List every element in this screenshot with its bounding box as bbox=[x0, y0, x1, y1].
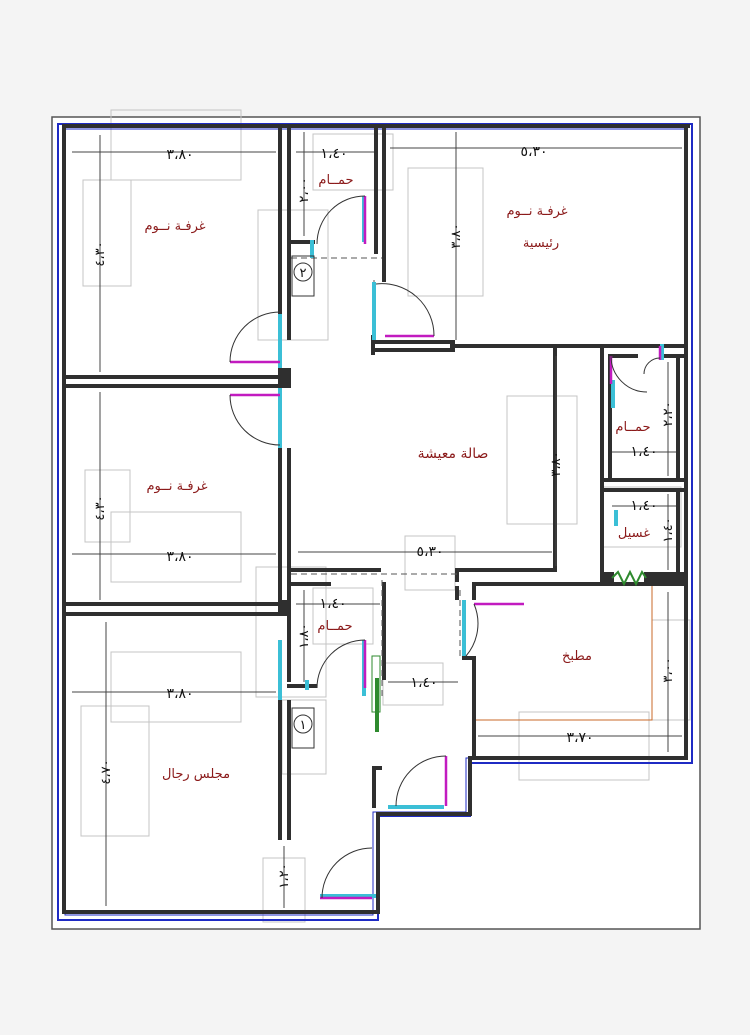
dimension-lines bbox=[72, 132, 682, 908]
label-bath-3: حمــام bbox=[615, 420, 650, 435]
dim-kitchen-depth: ٣،٠٠ bbox=[661, 657, 676, 682]
dim-bath-2-width: ١،٤٠ bbox=[319, 596, 346, 612]
kitchen-counter bbox=[476, 586, 653, 721]
dim-bath-1-depth: ٢،٠٠ bbox=[297, 177, 312, 202]
dim-living-width: ٥،٣٠ bbox=[416, 544, 443, 560]
label-master-bedroom: غرفـة نــوم bbox=[506, 204, 567, 219]
dim-entrance-width: ١،٢٠ bbox=[277, 863, 292, 888]
dim-wash-width: ١،٤٠ bbox=[630, 498, 657, 514]
dim-bedroom-1-depth: ٤،٣٠ bbox=[93, 241, 108, 266]
sliding-door bbox=[375, 678, 379, 732]
label-bedroom-1: غرفـة نــوم bbox=[144, 219, 205, 234]
dim-corridor-width: ١،٤٠ bbox=[410, 675, 437, 691]
zigzag-opening bbox=[611, 569, 647, 587]
label-majlis: مجلس رجال bbox=[162, 767, 230, 782]
dim-master-depth: ٣،٨٠ bbox=[449, 223, 464, 248]
dim-wash-depth: ١،٤٠ bbox=[661, 517, 676, 542]
dim-majlis-width: ٣،٨٠ bbox=[166, 686, 193, 702]
stair-markers bbox=[291, 255, 315, 749]
label-wash: غسيل bbox=[618, 526, 650, 541]
dim-bath-2-depth: ١،٨٠ bbox=[297, 623, 312, 648]
dim-bath-3-depth: ٢،٢٠ bbox=[661, 401, 676, 426]
label-master-bedroom-2: رئيسية bbox=[523, 236, 559, 251]
label-bath-1: حمــام bbox=[318, 173, 353, 188]
dim-kitchen-width: ٣،٧٠ bbox=[566, 730, 593, 746]
sliding-door-frame bbox=[371, 655, 381, 713]
dim-bedroom-2-depth: ٤،٣٠ bbox=[93, 495, 108, 520]
stair-number-top: ٢ bbox=[300, 266, 307, 281]
dim-bedroom-1-width: ٣،٨٠ bbox=[166, 147, 193, 163]
stair-number-bottom: ١ bbox=[300, 718, 307, 733]
dim-majlis-depth: ٤،٧٠ bbox=[99, 759, 114, 784]
label-kitchen: مطبخ bbox=[562, 649, 592, 664]
dim-bedroom-2-width: ٣،٨٠ bbox=[166, 549, 193, 565]
dim-living-depth: ٣،٨٠ bbox=[549, 451, 564, 476]
label-living: صالة معيشة bbox=[418, 446, 489, 462]
walls bbox=[62, 124, 690, 914]
dim-master-width: ٥،٣٠ bbox=[520, 144, 547, 160]
door-arcs bbox=[229, 195, 661, 899]
dim-bath-3-width: ١،٤٠ bbox=[630, 444, 657, 460]
label-bath-2: حمــام bbox=[317, 619, 352, 634]
dashed-lines bbox=[291, 257, 461, 700]
label-bedroom-2: غرفـة نــوم bbox=[146, 479, 207, 494]
dim-bath-1-width: ١،٤٠ bbox=[320, 146, 347, 162]
